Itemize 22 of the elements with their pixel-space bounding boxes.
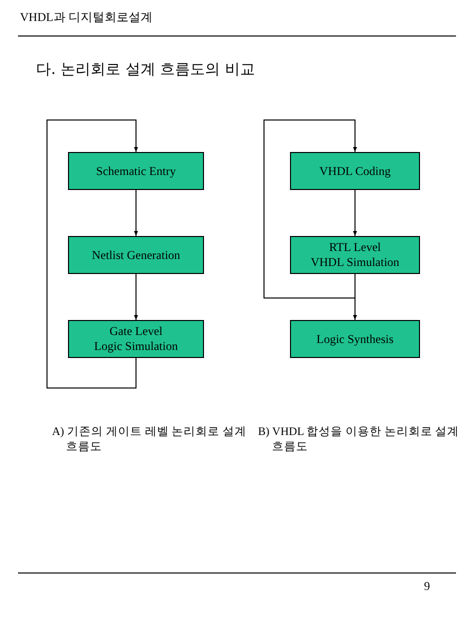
slide-title: 다. 논리회로 설계 흐름도의 비교 xyxy=(36,60,255,79)
box-label: VHDL Coding xyxy=(318,164,392,178)
box-label: RTL Level VHDL Simulation xyxy=(310,240,400,270)
header-text: VHDL과 디지털회로설계 xyxy=(20,10,154,25)
arrow xyxy=(134,274,138,320)
arrow xyxy=(46,120,138,388)
arrow xyxy=(353,190,357,236)
box-label: Schematic Entry xyxy=(95,164,177,178)
process-box xyxy=(68,320,204,358)
process-box xyxy=(290,236,420,274)
process-box xyxy=(290,320,420,358)
box-label: Netlist Generation xyxy=(90,248,182,262)
page-number: 9 xyxy=(424,579,431,594)
arrow xyxy=(264,120,357,298)
box-label: Logic Synthesis xyxy=(316,332,394,346)
process-box xyxy=(290,152,420,190)
caption: A) 기존의 게이트 레벨 논리회로 설계 흐름도 xyxy=(52,425,248,455)
box-label: Gate Level Logic Simulation xyxy=(93,324,179,354)
arrow xyxy=(134,190,138,236)
process-box xyxy=(68,152,204,190)
caption: B) VHDL 합성을 이용한 논리회로 설계 흐름도 xyxy=(258,425,460,455)
process-box xyxy=(68,236,204,274)
